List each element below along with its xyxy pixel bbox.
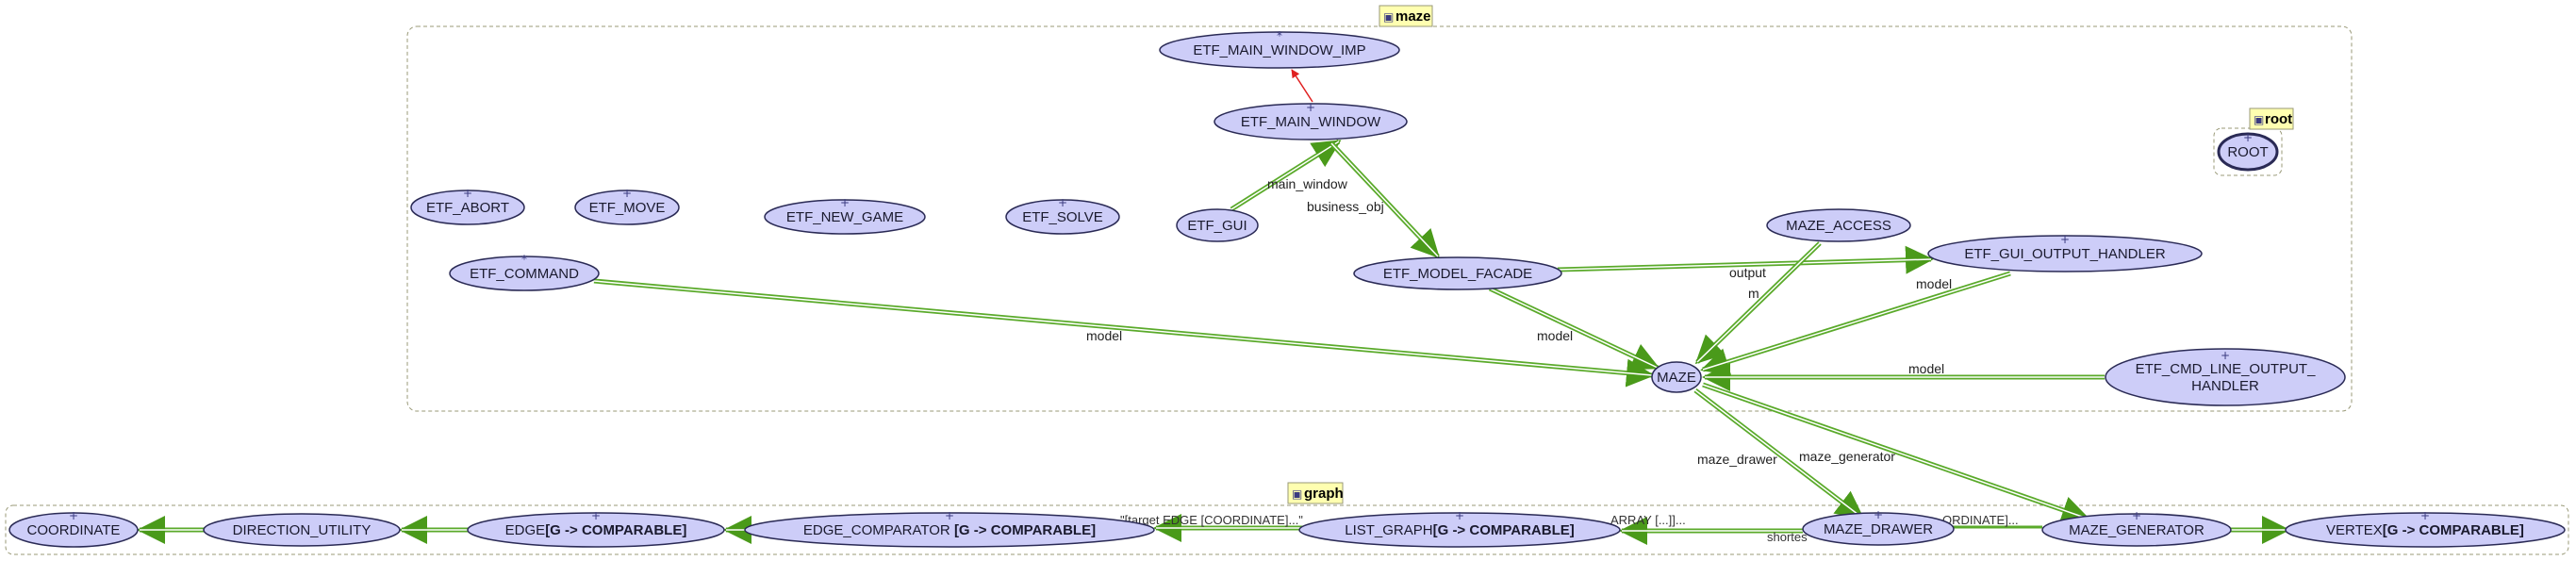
node-marker: + <box>591 509 601 522</box>
edge-label-e4: output <box>1729 265 1766 280</box>
nodes-layer: * ETF_MAIN_WINDOW_IMP + ETF_MAIN_WINDOW … <box>8 29 2566 548</box>
node-marker: + <box>2221 349 2230 362</box>
cluster-root: ▣ root <box>2213 107 2294 176</box>
node-marker: + <box>840 196 850 209</box>
class-label: ROOT <box>2227 144 2268 160</box>
class-label: MAZE <box>1657 370 1696 386</box>
class-node-maze-drawer[interactable]: + MAZE_DRAWER <box>1802 508 1955 546</box>
class-label: ETF_GUI_OUTPUT_HANDLER <box>1964 246 2166 262</box>
overlap-label-1: "[target EDGE [COORDINATE]..." <box>1120 513 1303 527</box>
class-label: ETF_CMD_LINE_OUTPUT_ <box>2136 361 2317 377</box>
edge-label-e8: model <box>1916 276 1952 291</box>
class-node-etf-gui[interactable]: ETF_GUI <box>1176 208 1259 242</box>
class-node-edge-comparator[interactable]: + EDGE_COMPARATOR [G -> COMPARABLE] <box>744 509 1155 548</box>
class-node-vertex[interactable]: + VERTEX[G -> COMPARABLE] <box>2285 509 2566 548</box>
class-node-etf-cmd-line-output-handler[interactable]: + ETF_CMD_LINE_OUTPUT_ HANDLER <box>2105 348 2346 406</box>
class-node-etf-main-window[interactable]: + ETF_MAIN_WINDOW <box>1214 101 1408 140</box>
node-marker: + <box>1455 509 1464 522</box>
cluster-title-root: root <box>2265 111 2292 127</box>
class-label: ETF_NEW_GAME <box>786 209 903 225</box>
cluster-title-maze: maze <box>1395 8 1431 25</box>
class-node-list-graph[interactable]: + LIST_GRAPH[G -> COMPARABLE] <box>1298 509 1621 548</box>
cluster-title-graph: graph <box>1304 486 1344 502</box>
class-node-direction-utility[interactable]: DIRECTION_UTILITY <box>203 513 401 547</box>
class-generic: [G -> COMPARABLE] <box>2383 522 2524 538</box>
class-label: MAZE_ACCESS <box>1786 218 1891 234</box>
edge-label-e7: model <box>1086 328 1122 343</box>
class-node-etf-gui-output-handler[interactable]: + ETF_GUI_OUTPUT_HANDLER <box>1927 233 2203 272</box>
class-label: DIRECTION_UTILITY <box>233 522 372 538</box>
overlap-label-2: ARRAY [...]]... <box>1610 513 1686 527</box>
node-marker: + <box>2132 509 2141 522</box>
class-label: VERTEX[G -> COMPARABLE] <box>2326 522 2524 538</box>
class-label: EDGE[G -> COMPARABLE] <box>505 522 687 538</box>
class-node-coordinate[interactable]: + COORDINATE <box>8 509 139 548</box>
node-marker: + <box>1874 508 1883 521</box>
edge-label-e2: main_window <box>1267 176 1348 191</box>
node-marker: * <box>521 253 527 266</box>
edge-e1 <box>1291 69 1313 103</box>
class-node-maze-access[interactable]: MAZE_ACCESS <box>1766 208 1911 242</box>
package-icon: ▣ <box>2254 113 2264 126</box>
class-label: ETF_GUI <box>1187 218 1247 234</box>
edge-label-e3: business_obj <box>1307 199 1384 214</box>
edge-label-e6: model <box>1537 328 1573 343</box>
cluster-graph: ▣ graph <box>5 482 2569 555</box>
class-node-etf-command[interactable]: * ETF_COMMAND <box>449 253 600 291</box>
overlap-labels: "[target EDGE [COORDINATE]..." ARRAY [..… <box>1120 513 2019 544</box>
class-node-maze-generator[interactable]: + MAZE_GENERATOR <box>2041 509 2232 547</box>
class-label: ETF_SOLVE <box>1022 209 1103 225</box>
class-label: MAZE_GENERATOR <box>2069 522 2204 538</box>
class-label: COORDINATE <box>27 522 121 538</box>
class-node-etf-new-game[interactable]: + ETF_NEW_GAME <box>764 196 926 235</box>
overlap-label-3: ORDINATE]... <box>1942 513 2019 527</box>
class-label: EDGE_COMPARATOR [G -> COMPARABLE] <box>803 522 1096 538</box>
cluster-maze: ▣ maze <box>406 5 2353 412</box>
class-label: LIST_GRAPH[G -> COMPARABLE] <box>1345 522 1575 538</box>
class-name: EDGE <box>505 522 546 538</box>
class-generic: [G -> COMPARABLE] <box>1433 522 1575 538</box>
class-label: ETF_MODEL_FACADE <box>1383 266 1532 282</box>
class-node-edge[interactable]: + EDGE[G -> COMPARABLE] <box>467 509 725 548</box>
class-name: EDGE_COMPARATOR <box>803 522 954 538</box>
class-label-line-2: HANDLER <box>2191 378 2259 394</box>
node-marker: * <box>1277 29 1282 42</box>
edge-label-e5: m <box>1748 286 1759 301</box>
class-node-etf-model-facade[interactable]: ETF_MODEL_FACADE <box>1353 256 1562 290</box>
node-marker: + <box>1306 101 1315 114</box>
edge-label-e10: maze_drawer <box>1697 452 1777 467</box>
node-marker: + <box>2060 233 2070 246</box>
class-node-etf-move[interactable]: + ETF_MOVE <box>574 187 680 225</box>
overlap-label-4: shortes <box>1767 530 1808 544</box>
class-node-etf-solve[interactable]: + ETF_SOLVE <box>1005 196 1120 235</box>
class-generic: [G -> COMPARABLE] <box>545 522 686 538</box>
class-label: ETF_ABORT <box>426 200 509 216</box>
class-label: ETF_MAIN_WINDOW <box>1241 114 1381 130</box>
class-label: ETF_COMMAND <box>470 266 579 282</box>
node-marker: + <box>1058 196 1067 209</box>
class-label: MAZE_DRAWER <box>1824 521 1933 537</box>
edges-layer: main_window business_obj output m model … <box>137 69 2290 545</box>
node-marker: + <box>463 187 472 200</box>
package-icon: ▣ <box>1383 10 1394 24</box>
node-marker: + <box>69 509 78 522</box>
node-marker: + <box>945 509 954 522</box>
node-marker: + <box>2243 131 2253 144</box>
class-node-maze[interactable]: MAZE <box>1651 361 1702 393</box>
edge-label-e11: maze_generator <box>1799 449 1895 464</box>
class-name: VERTEX <box>2326 522 2383 538</box>
class-node-root[interactable]: + ROOT <box>2217 131 2279 172</box>
class-label: ETF_MOVE <box>589 200 666 216</box>
package-icon: ▣ <box>1292 487 1302 501</box>
node-marker: + <box>622 187 632 200</box>
edge-label-e9: model <box>1908 361 1944 376</box>
class-node-etf-main-window-imp[interactable]: * ETF_MAIN_WINDOW_IMP <box>1159 29 1400 69</box>
class-generic: [G -> COMPARABLE] <box>954 522 1096 538</box>
class-node-etf-abort[interactable]: + ETF_ABORT <box>410 187 525 225</box>
class-name: LIST_GRAPH <box>1345 522 1432 538</box>
node-marker: + <box>2420 509 2430 522</box>
class-label: ETF_MAIN_WINDOW_IMP <box>1193 42 1365 58</box>
